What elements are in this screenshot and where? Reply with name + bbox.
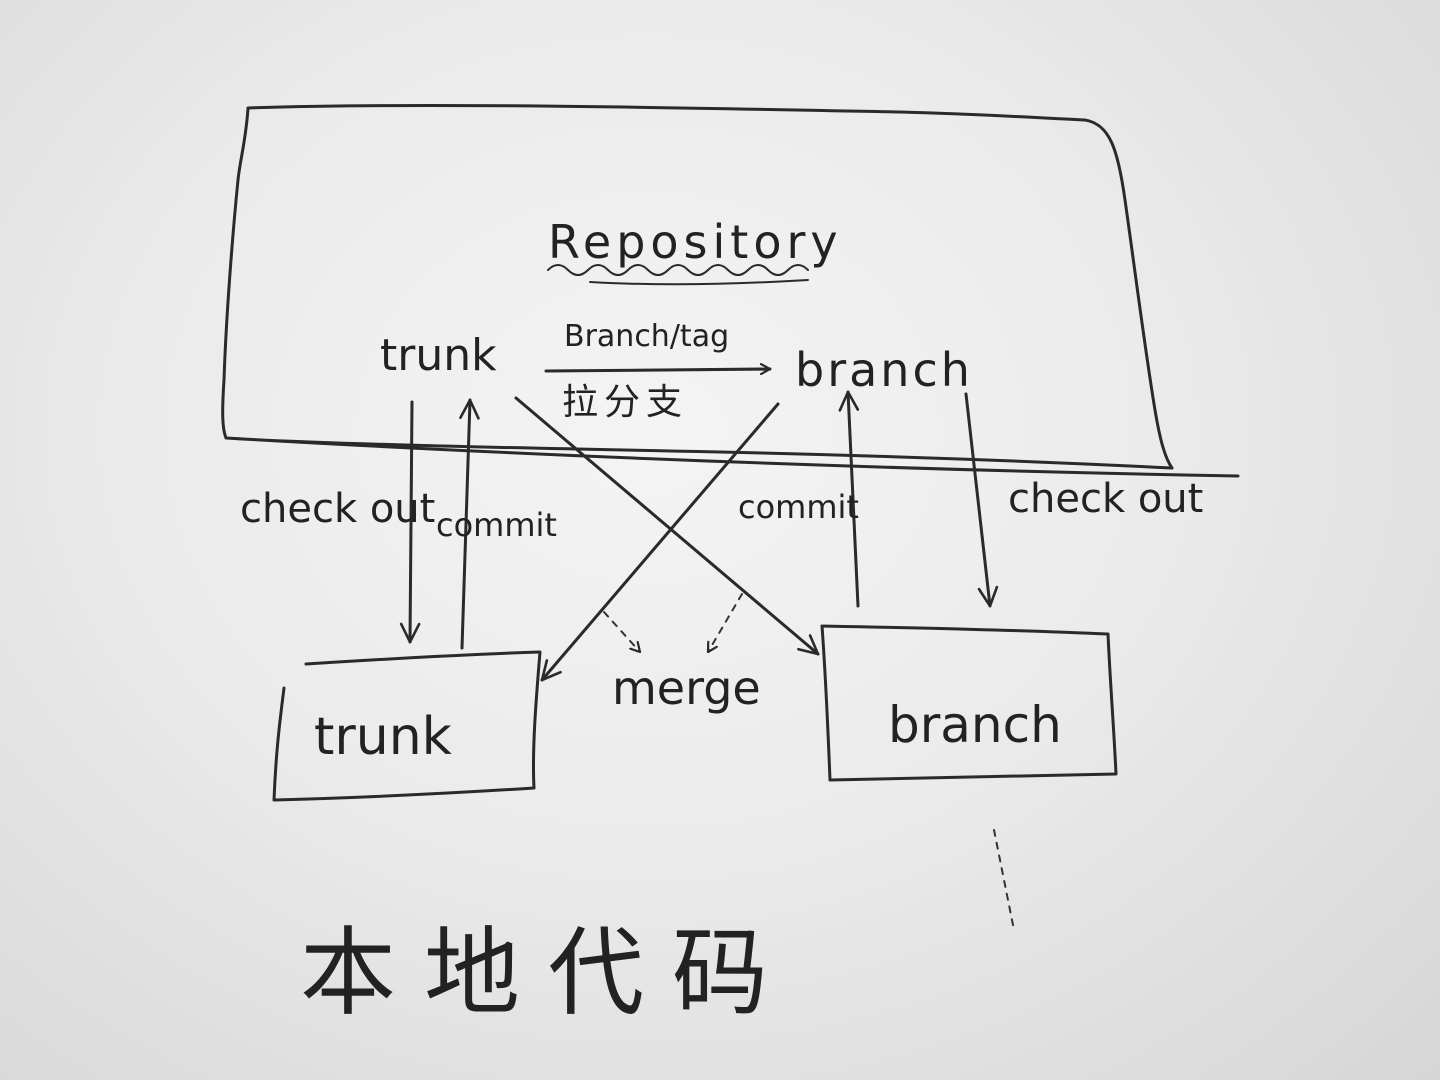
repository-title-underline-2	[589, 279, 809, 286]
repository-title-underline	[547, 264, 809, 276]
branch-to-local-trunk-arrow	[540, 402, 780, 682]
trunk-checkout-label: check out	[240, 486, 435, 532]
trunk-checkout-arrow	[399, 400, 421, 644]
repo-branch-label: branch	[795, 343, 973, 397]
local-code-caption: 本地代码	[300, 917, 796, 1029]
local-branch-box	[820, 624, 1118, 782]
trunk-commit-label: commit	[436, 506, 557, 544]
branch-checkout-arrow	[964, 392, 999, 608]
branch-commit-arrow	[838, 390, 860, 608]
merge-arrow-left	[603, 611, 640, 652]
repo-trunk-label: trunk	[380, 330, 497, 381]
local-branch-label: branch	[888, 696, 1062, 754]
local-trunk-label: trunk	[314, 707, 452, 767]
trunk-commit-arrow	[459, 398, 480, 650]
local-trunk-box	[272, 650, 542, 802]
trunk-to-local-branch-arrow	[514, 396, 820, 656]
merge-label: merge	[612, 661, 761, 715]
continuation-dots	[993, 829, 1015, 931]
branch-checkout-label: check out	[1008, 476, 1203, 522]
branch-tag-chinese-label: 拉分支	[562, 382, 688, 423]
branch-tag-arrow	[544, 369, 772, 371]
repository-title: Repository	[548, 215, 843, 269]
branch-tag-label: Branch/tag	[564, 319, 729, 354]
repository-boundary	[221, 103, 1240, 478]
trunk-checkout-text: check out	[240, 486, 435, 532]
branch-commit-label: commit	[738, 488, 859, 526]
merge-arrow-right	[708, 593, 743, 652]
branch-checkout-text: check out	[1008, 476, 1203, 522]
